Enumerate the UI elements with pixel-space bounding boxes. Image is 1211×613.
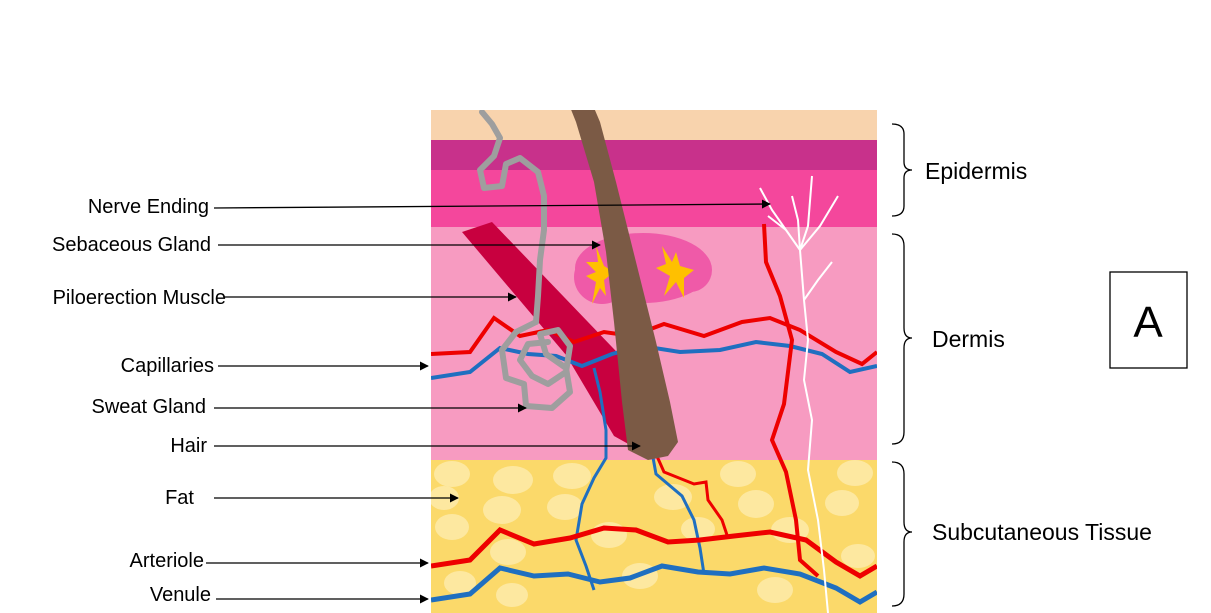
brace-dermis — [892, 234, 912, 444]
left-labels: Nerve Ending Sebaceous Gland Piloerectio… — [52, 196, 226, 606]
label-capillaries: Capillaries — [121, 355, 214, 377]
label-fat: Fat — [165, 487, 194, 509]
brace-subcutaneous — [892, 462, 912, 606]
label-subcutaneous-tissue: Subcutaneous Tissue — [932, 519, 1152, 545]
panel-letter-box: A — [1110, 272, 1187, 368]
brace-epidermis — [892, 124, 912, 216]
label-hair: Hair — [170, 435, 207, 457]
label-piloerection-muscle: Piloerection Muscle — [53, 287, 226, 309]
label-sebaceous-gland: Sebaceous Gland — [52, 234, 211, 256]
label-epidermis: Epidermis — [925, 158, 1027, 184]
layer-braces — [892, 124, 912, 606]
label-arteriole: Arteriole — [130, 550, 204, 572]
label-dermis: Dermis — [932, 326, 1005, 352]
panel-letter: A — [1133, 298, 1163, 347]
label-nerve-ending: Nerve Ending — [88, 196, 209, 218]
label-venule: Venule — [150, 584, 211, 606]
label-sweat-gland: Sweat Gland — [91, 396, 206, 418]
